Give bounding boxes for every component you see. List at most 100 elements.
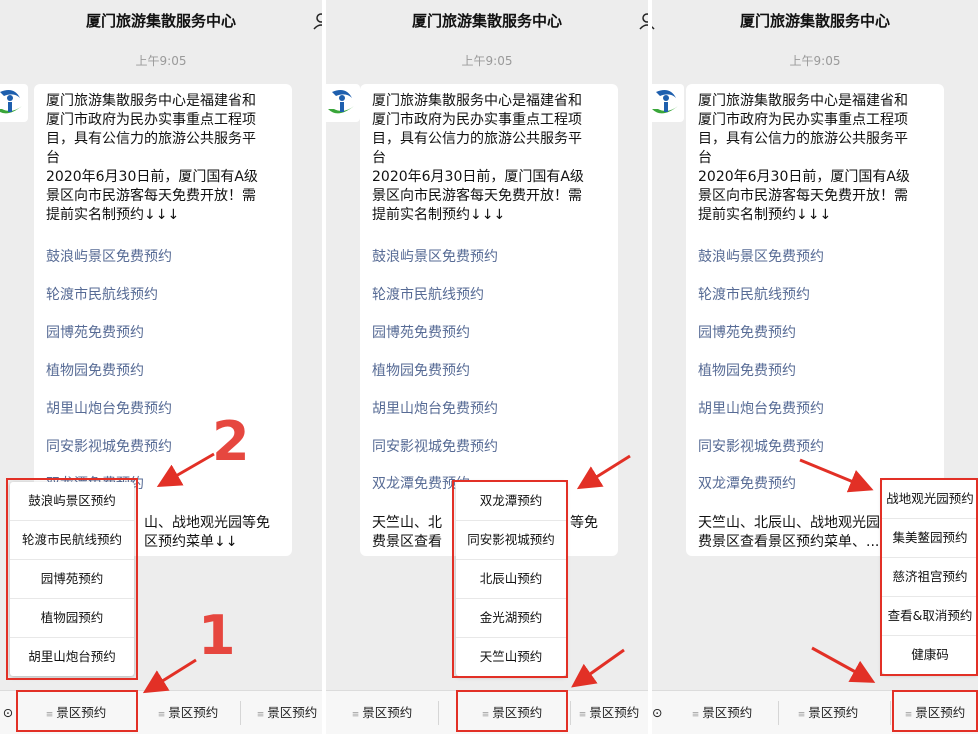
link-botanical[interactable]: 植物园免费预约 bbox=[46, 363, 144, 379]
link-garden-expo[interactable]: 园博苑免费预约 bbox=[372, 325, 470, 341]
submenu-item[interactable]: 植物园预约 bbox=[10, 599, 134, 638]
link-ferry[interactable]: 轮渡市民航线预约 bbox=[372, 287, 484, 303]
submenu-item[interactable]: 金光湖预约 bbox=[456, 599, 566, 638]
link-ferry[interactable]: 轮渡市民航线预约 bbox=[46, 287, 158, 303]
divider bbox=[438, 701, 439, 725]
bottom-menu: ⊙ ≡景区预约 ≡景区预约 ≡景区预约 bbox=[0, 690, 322, 734]
link-gulangyu[interactable]: 鼓浪屿景区免费预约 bbox=[372, 249, 498, 265]
submenu-popup: 双龙潭预约 同安影视城预约 北辰山预约 金光湖预约 天竺山预约 bbox=[456, 482, 566, 676]
menu-label: 景区预约 bbox=[808, 705, 859, 720]
link-shuanglongtan[interactable]: 双龙潭免费预约 bbox=[698, 476, 796, 492]
submenu-item[interactable]: 战地观光园预约 bbox=[882, 480, 978, 519]
chat-panel-1: 厦门旅游集散服务中心 上午9:05 厦门旅游集散服务中心是福建省和 厦门市政府为… bbox=[0, 0, 322, 734]
menu-scenic-booking[interactable]: ≡景区预约 bbox=[672, 691, 772, 734]
message-time: 上午9:05 bbox=[461, 54, 513, 68]
bottom-menu: ≡景区预约 ≡景区预约 ≡景区预约 bbox=[326, 690, 648, 734]
menu-scenic-booking[interactable]: ≡景区预约 bbox=[570, 691, 648, 734]
intro-text: 厦门旅游集散服务中心是福建省和 厦门市政府为民办实事重点工程项 目，具有公信力的… bbox=[46, 93, 258, 223]
link-hulishan[interactable]: 胡里山炮台免费预约 bbox=[372, 401, 498, 417]
menu-list-icon: ≡ bbox=[157, 710, 166, 720]
avatar[interactable] bbox=[652, 84, 684, 122]
step-number-1: 1 bbox=[198, 604, 236, 667]
menu-list-icon: ≡ bbox=[351, 710, 360, 720]
divider bbox=[240, 701, 241, 725]
tail-fragment: 费景区查看景区预约菜单、... bbox=[698, 534, 880, 550]
chat-title: 厦门旅游集散服务中心 bbox=[739, 12, 890, 30]
keyboard-icon[interactable]: ⊙ bbox=[652, 705, 663, 720]
submenu-item[interactable]: 健康码 bbox=[911, 647, 949, 662]
menu-list-icon: ≡ bbox=[691, 710, 700, 720]
link-tongan[interactable]: 同安影视城免费预约 bbox=[698, 439, 824, 455]
link-tongan[interactable]: 同安影视城免费预约 bbox=[372, 439, 498, 455]
message-bubble: 厦门旅游集散服务中心是福建省和 厦门市政府为民办实事重点工程项 目，具有公信力的… bbox=[34, 84, 292, 556]
message-time: 上午9:05 bbox=[789, 54, 841, 68]
submenu-item[interactable]: 轮渡市民航线预约 bbox=[10, 521, 134, 560]
menu-list-icon: ≡ bbox=[481, 710, 490, 720]
menu-label: 景区预约 bbox=[702, 705, 753, 720]
tail-fragment: 区预约菜单↓↓ bbox=[144, 534, 238, 550]
submenu-item[interactable]: 双龙潭预约 bbox=[456, 482, 566, 521]
menu-label: 景区预约 bbox=[492, 705, 543, 720]
divider bbox=[570, 701, 571, 725]
intro-text: 厦门旅游集散服务中心是福建省和 厦门市政府为民办实事重点工程项 目，具有公信力的… bbox=[698, 93, 910, 223]
link-botanical[interactable]: 植物园免费预约 bbox=[372, 363, 470, 379]
submenu-popup: 战地观光园预约 集美鳌园预约 慈济祖宫预约 查看&取消预约 健康码 bbox=[882, 480, 978, 674]
link-ferry[interactable]: 轮渡市民航线预约 bbox=[698, 287, 810, 303]
menu-scenic-booking[interactable]: ≡景区预约 bbox=[240, 691, 322, 734]
link-gulangyu[interactable]: 鼓浪屿景区免费预约 bbox=[46, 249, 172, 265]
submenu-item[interactable]: 天竺山预约 bbox=[479, 649, 543, 664]
message-time: 上午9:05 bbox=[135, 54, 187, 68]
link-botanical[interactable]: 植物园免费预约 bbox=[698, 363, 796, 379]
menu-label: 景区预约 bbox=[362, 705, 413, 720]
submenu-item[interactable]: 查看&取消预约 bbox=[882, 597, 978, 636]
submenu-item[interactable]: 慈济祖宫预约 bbox=[882, 558, 978, 597]
intro-text: 厦门旅游集散服务中心是福建省和 厦门市政府为民办实事重点工程项 目，具有公信力的… bbox=[372, 93, 584, 223]
submenu-item[interactable]: 鼓浪屿景区预约 bbox=[10, 482, 134, 521]
divider bbox=[778, 701, 779, 725]
link-garden-expo[interactable]: 园博苑免费预约 bbox=[46, 325, 144, 341]
menu-scenic-booking[interactable]: ≡景区预约 bbox=[136, 691, 240, 734]
avatar[interactable] bbox=[0, 84, 28, 122]
link-hulishan[interactable]: 胡里山炮台免费预约 bbox=[46, 401, 172, 417]
menu-scenic-booking[interactable]: ≡景区预约 bbox=[330, 691, 434, 734]
link-hulishan[interactable]: 胡里山炮台免费预约 bbox=[698, 401, 824, 417]
submenu-item[interactable]: 北辰山预约 bbox=[456, 560, 566, 599]
submenu-item[interactable]: 园博苑预约 bbox=[10, 560, 134, 599]
menu-list-icon: ≡ bbox=[578, 710, 587, 720]
menu-label: 景区预约 bbox=[589, 705, 640, 720]
submenu-popup: 鼓浪屿景区预约 轮渡市民航线预约 园博苑预约 植物园预约 胡里山炮台预约 bbox=[10, 482, 134, 676]
link-gulangyu[interactable]: 鼓浪屿景区免费预约 bbox=[698, 249, 824, 265]
menu-label: 景区预约 bbox=[267, 705, 318, 720]
submenu-item[interactable]: 胡里山炮台预约 bbox=[28, 649, 116, 664]
link-shuanglongtan[interactable]: 双龙潭免费预约 bbox=[372, 476, 470, 492]
tail-fragment: 山、战地观光园等免 bbox=[144, 515, 270, 531]
profile-icon[interactable] bbox=[638, 12, 648, 30]
submenu-item[interactable]: 集美鳌园预约 bbox=[882, 519, 978, 558]
menu-list-icon: ≡ bbox=[45, 710, 54, 720]
link-tongan[interactable]: 同安影视城免费预约 bbox=[46, 439, 172, 455]
menu-scenic-booking[interactable]: ≡景区预约 bbox=[778, 691, 878, 734]
menu-label: 景区预约 bbox=[915, 705, 966, 720]
message-bubble: 厦门旅游集散服务中心是福建省和 厦门市政府为民办实事重点工程项 目，具有公信力的… bbox=[360, 84, 618, 556]
divider bbox=[890, 701, 891, 725]
tail-fragment: 天竺山、北辰山、战地观光园等免 bbox=[698, 515, 908, 531]
link-garden-expo[interactable]: 园博苑免费预约 bbox=[698, 325, 796, 341]
avatar[interactable] bbox=[326, 84, 360, 122]
tail-fragment: 费景区查看 bbox=[372, 534, 442, 550]
keyboard-icon[interactable]: ⊙ bbox=[2, 705, 14, 720]
menu-list-icon: ≡ bbox=[904, 710, 913, 720]
chat-title: 厦门旅游集散服务中心 bbox=[411, 12, 562, 30]
menu-scenic-booking[interactable]: ≡景区预约 bbox=[16, 691, 136, 734]
menu-label: 景区预约 bbox=[56, 705, 107, 720]
chat-panel-3: 厦门旅游集散服务中心 上午9:05 厦门旅游集散服务中心是福建省和 厦门市政府为… bbox=[652, 0, 978, 734]
bottom-menu: ⊙ ≡景区预约 ≡景区预约 ≡景区预约 bbox=[652, 690, 978, 734]
submenu-item[interactable]: 同安影视城预约 bbox=[456, 521, 566, 560]
menu-scenic-booking[interactable]: ≡景区预约 bbox=[892, 691, 978, 734]
menu-list-icon: ≡ bbox=[256, 710, 265, 720]
step-number-2: 2 bbox=[212, 410, 250, 473]
menu-list-icon: ≡ bbox=[797, 710, 806, 720]
menu-scenic-booking[interactable]: ≡景区预约 bbox=[458, 691, 566, 734]
profile-icon[interactable] bbox=[652, 12, 656, 30]
chat-title: 厦门旅游集散服务中心 bbox=[85, 12, 236, 30]
profile-icon[interactable] bbox=[312, 12, 322, 30]
